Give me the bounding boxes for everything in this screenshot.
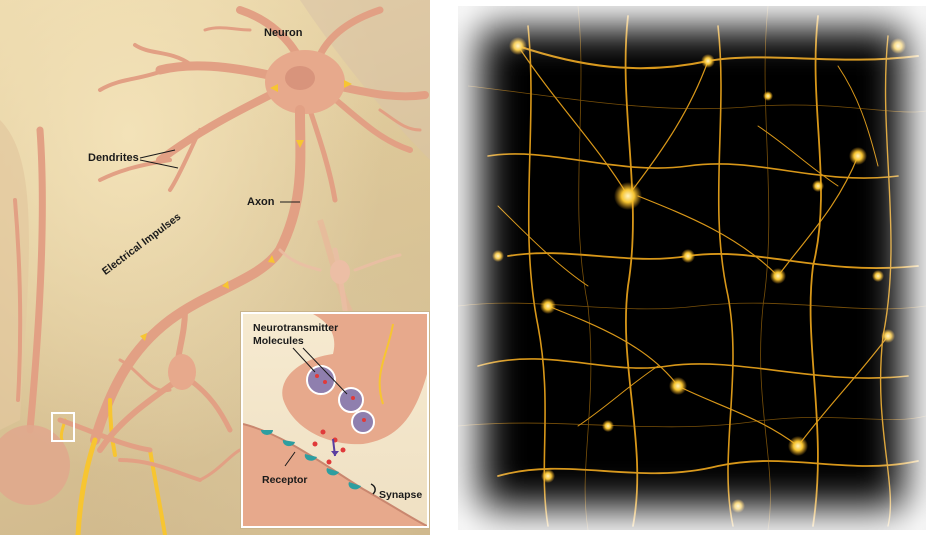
neuron-micrograph <box>458 6 926 530</box>
neurotransmitter-label: Neurotransmitter Molecules <box>253 322 373 348</box>
axon-label: Axon <box>247 196 275 208</box>
receptor-label: Receptor <box>262 474 308 486</box>
neuron-label: Neuron <box>264 27 303 39</box>
synapse-zoom-marker <box>51 412 75 442</box>
dendrites-label: Dendrites <box>88 152 139 164</box>
neuron-illustration: Neuron Dendrites Axon Electrical Impulse… <box>0 0 430 535</box>
synapse-label: Synapse <box>379 489 422 501</box>
neuron-micrograph-panel <box>450 0 929 535</box>
neural-network-image <box>458 6 926 530</box>
synapse-inset: Neurotransmitter Molecules Receptor Syna… <box>241 312 429 528</box>
